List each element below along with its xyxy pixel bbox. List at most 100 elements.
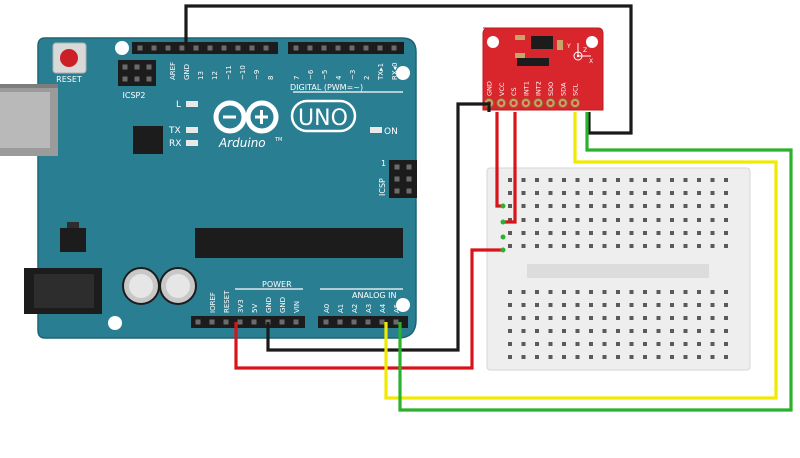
header-pin[interactable] (363, 45, 369, 51)
breadboard-hole (683, 244, 688, 248)
breadboard-hole (548, 191, 553, 195)
header-pin[interactable] (337, 319, 343, 325)
header-pin[interactable] (209, 319, 215, 325)
header-pin[interactable] (394, 188, 400, 194)
digital-pin-label: 7 (293, 76, 301, 80)
breadboard-hole (683, 204, 688, 208)
header-pin[interactable] (237, 319, 243, 325)
breadboard-hole (629, 231, 634, 235)
breadboard-hole (535, 316, 539, 320)
capacitor (122, 267, 160, 305)
header-pin[interactable] (137, 45, 143, 51)
breadboard-hole (724, 316, 728, 320)
breadboard (486, 167, 751, 371)
header-pin[interactable] (406, 188, 412, 194)
breadboard-hole (589, 231, 593, 235)
header-pin[interactable] (393, 319, 399, 325)
breadboard-hole (629, 290, 634, 294)
breadboard-hole (724, 218, 728, 222)
header-pin[interactable] (179, 45, 185, 51)
breadboard-hole (616, 342, 620, 346)
header-pin[interactable] (323, 319, 329, 325)
breadboard-hole (508, 178, 512, 182)
breadboard-hole (697, 231, 701, 235)
header-pin[interactable] (122, 76, 128, 82)
breadboard-hole (562, 191, 566, 195)
header-pin[interactable] (249, 45, 255, 51)
header-pin[interactable] (351, 319, 357, 325)
header-pin[interactable] (223, 319, 229, 325)
header-pin[interactable] (349, 45, 355, 51)
power-header (191, 316, 305, 328)
header-pin[interactable] (251, 319, 257, 325)
breadboard-hole (575, 218, 580, 222)
header-pin[interactable] (293, 45, 299, 51)
breadboard-hole (656, 329, 661, 333)
header-pin[interactable] (122, 64, 128, 70)
status-leds (186, 101, 382, 146)
header-pin[interactable] (406, 176, 412, 182)
header-pin[interactable] (193, 45, 199, 51)
header-pin[interactable] (379, 319, 385, 325)
header-pin[interactable] (207, 45, 213, 51)
breadboard-hole (521, 290, 526, 294)
header-pin[interactable] (146, 76, 152, 82)
breadboard-hole (670, 290, 674, 294)
wire-green-scl (398, 112, 793, 412)
reset-button[interactable] (52, 42, 87, 74)
digital-pin-label: ~6 (307, 69, 315, 80)
header-pin[interactable] (394, 176, 400, 182)
header-pin[interactable] (406, 164, 412, 170)
header-pin[interactable] (391, 45, 397, 51)
header-pin[interactable] (293, 319, 299, 325)
breadboard-hole (589, 303, 593, 307)
header-pin[interactable] (134, 64, 140, 70)
header-pin[interactable] (221, 45, 227, 51)
analog-pin-label: A5 (393, 304, 401, 313)
capacitor (159, 267, 197, 305)
breadboard-hole (629, 218, 634, 222)
breadboard-hole (656, 244, 661, 248)
header-pin[interactable] (165, 45, 171, 51)
breadboard-hole (602, 178, 607, 182)
header-pin[interactable] (134, 76, 140, 82)
header-pin[interactable] (151, 45, 157, 51)
header-pin[interactable] (394, 164, 400, 170)
breadboard-hole (602, 329, 607, 333)
breadboard-hole (508, 218, 512, 222)
breadboard-hole (602, 342, 607, 346)
digital-pin-label: 8 (267, 76, 275, 80)
header-pin[interactable] (263, 45, 269, 51)
header-pin[interactable] (146, 64, 152, 70)
breadboard-hole (602, 244, 607, 248)
power-label: POWER (262, 280, 292, 289)
header-pin[interactable] (195, 319, 201, 325)
breadboard-hole (683, 290, 688, 294)
breadboard-hole (643, 342, 647, 346)
header-pin[interactable] (307, 45, 313, 51)
led-rx (186, 140, 198, 146)
breadboard-hole (724, 204, 728, 208)
breadboard-hole (616, 231, 620, 235)
header-pin[interactable] (279, 319, 285, 325)
breadboard-hole (562, 178, 566, 182)
axis-z-label: Z (583, 47, 587, 54)
header-pin[interactable] (377, 45, 383, 51)
header-pin[interactable] (335, 45, 341, 51)
breadboard-hole (562, 355, 566, 359)
header-pin[interactable] (321, 45, 327, 51)
breadboard-hole (562, 290, 566, 294)
mounting-hole (396, 298, 410, 312)
header-pin[interactable] (235, 45, 241, 51)
breadboard-hole (724, 342, 728, 346)
led-l-label: L (176, 100, 181, 110)
digital-label: DIGITAL (PWM=~) (290, 83, 363, 92)
breadboard-hole (656, 316, 661, 320)
sensor-pin-label: INT2 (535, 81, 543, 96)
digital-pin-label: 13 (197, 71, 205, 80)
analog-pin-label: A2 (351, 304, 359, 313)
analog-label: ANALOG IN (352, 291, 397, 300)
led-l (186, 101, 198, 107)
breadboard-hole (683, 316, 688, 320)
header-pin[interactable] (365, 319, 371, 325)
